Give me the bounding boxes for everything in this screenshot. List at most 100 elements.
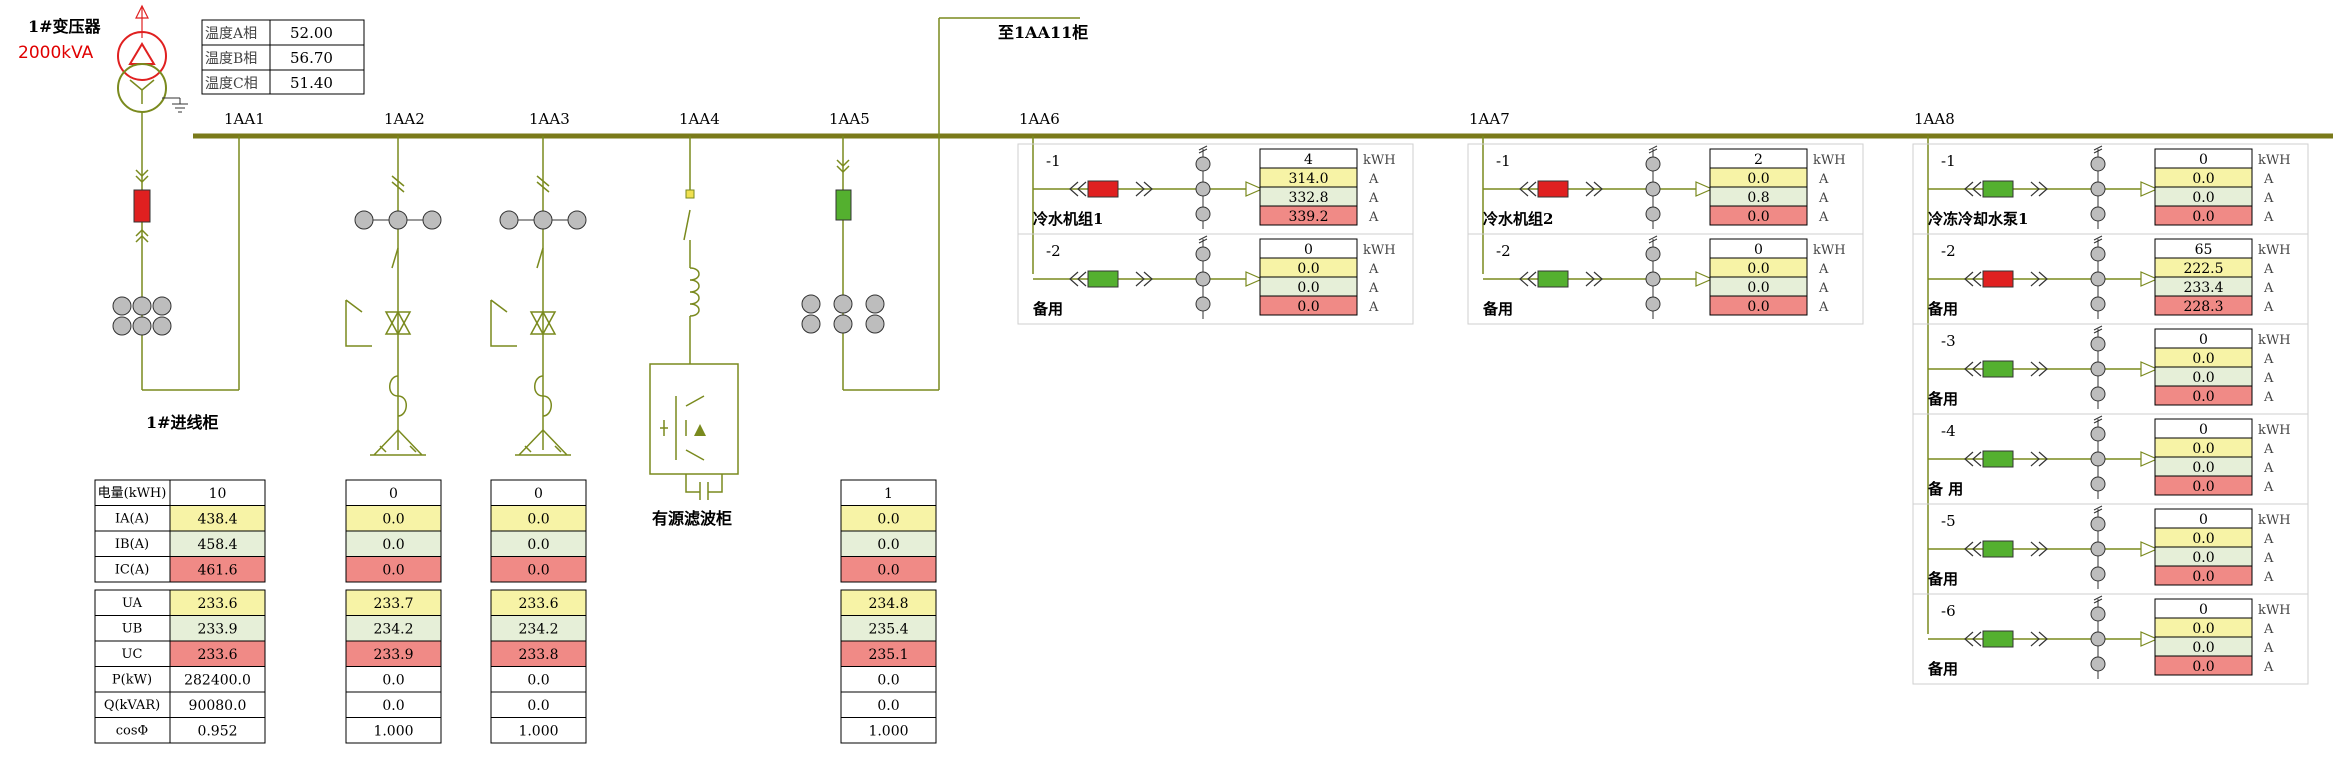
energy-unit: kWH bbox=[1363, 243, 1396, 258]
feeder-id: -2 bbox=[1046, 242, 1061, 260]
transformer-icon bbox=[117, 4, 188, 113]
feeder-breaker-open[interactable] bbox=[1537, 270, 1569, 288]
transformer-name: 1#变压器 bbox=[28, 17, 102, 36]
feeder-breaker-closed[interactable] bbox=[1982, 270, 2014, 288]
current-unit: A bbox=[2263, 281, 2274, 296]
meter-row-label: IC(A) bbox=[115, 563, 150, 578]
bus-label-1aa3: 1AA3 bbox=[529, 110, 570, 128]
current-unit: A bbox=[2263, 172, 2274, 187]
current-unit: A bbox=[2263, 551, 2274, 566]
meter-value: 1.000 bbox=[518, 724, 558, 740]
feeder-id: -6 bbox=[1941, 602, 1956, 620]
current-unit: A bbox=[1818, 281, 1829, 296]
current-unit: A bbox=[2263, 210, 2274, 225]
feeder-breaker-open[interactable] bbox=[1982, 360, 2014, 378]
meter-value: 233.6 bbox=[518, 596, 558, 612]
feeder-value: 2 bbox=[1754, 152, 1763, 168]
feeder-id: -1 bbox=[1496, 152, 1511, 170]
feeder-value: 0.0 bbox=[2192, 171, 2214, 187]
current-unit: A bbox=[1368, 210, 1379, 225]
feeder-breaker-open[interactable] bbox=[1982, 450, 2014, 468]
meter-row-label: IB(A) bbox=[115, 537, 149, 552]
feeder-value: 0.0 bbox=[2192, 441, 2214, 457]
feeder-name: 备用 bbox=[1927, 570, 1958, 588]
feeder-value: 332.8 bbox=[1288, 190, 1328, 206]
energy-unit: kWH bbox=[1813, 243, 1846, 258]
meter-value: 10 bbox=[209, 486, 227, 502]
feeder-value: 0.0 bbox=[1747, 209, 1769, 225]
feeder-breaker-open[interactable] bbox=[1087, 270, 1119, 288]
meter-value: 438.4 bbox=[197, 512, 237, 528]
feeder-value: 0.0 bbox=[1297, 261, 1319, 277]
meter-value: 234.2 bbox=[373, 622, 413, 638]
meter-value: 233.6 bbox=[197, 596, 237, 612]
current-unit: A bbox=[1368, 172, 1379, 187]
feeder-value: 0.0 bbox=[2192, 190, 2214, 206]
feeder-value: 0.0 bbox=[2192, 460, 2214, 476]
feeder-value: 0.0 bbox=[2192, 370, 2214, 386]
incoming-breaker-closed[interactable] bbox=[133, 189, 151, 223]
temp-b-value: 56.70 bbox=[290, 49, 333, 67]
bus-label-1aa8: 1AA8 bbox=[1914, 110, 1955, 128]
current-unit: A bbox=[1818, 262, 1829, 277]
feeder-value: 0.0 bbox=[2192, 209, 2214, 225]
meter-value: 1.000 bbox=[373, 724, 413, 740]
feeder-name: 备用 bbox=[1927, 300, 1958, 318]
feeder-breaker-open[interactable] bbox=[1982, 540, 2014, 558]
current-unit: A bbox=[1368, 191, 1379, 206]
current-unit: A bbox=[1368, 300, 1379, 315]
meter-value: 0.0 bbox=[527, 537, 549, 553]
current-unit: A bbox=[1818, 300, 1829, 315]
current-unit: A bbox=[2263, 262, 2274, 277]
tie-breaker-open[interactable] bbox=[835, 189, 852, 221]
energy-unit: kWH bbox=[2258, 513, 2291, 528]
feeder-id: -2 bbox=[1941, 242, 1956, 260]
meter-value: 0.0 bbox=[877, 698, 899, 714]
feeder-breaker-open[interactable] bbox=[1982, 630, 2014, 648]
feeder-name: 冷水机组2 bbox=[1483, 210, 1553, 228]
current-unit: A bbox=[2263, 480, 2274, 495]
transformer-capacity: 2000kVA bbox=[18, 43, 94, 63]
energy-unit: kWH bbox=[2258, 153, 2291, 168]
meter-value: 0.0 bbox=[527, 698, 549, 714]
feeder-breaker-open[interactable] bbox=[1982, 180, 2014, 198]
meter-value: 0.952 bbox=[197, 724, 237, 740]
feeder-value: 233.4 bbox=[2183, 280, 2223, 296]
meter-row-label: IA(A) bbox=[115, 512, 149, 527]
energy-unit: kWH bbox=[2258, 603, 2291, 618]
feeder-id: -3 bbox=[1941, 332, 1956, 350]
feeder-value: 0.0 bbox=[2192, 351, 2214, 367]
feeder-value: 339.2 bbox=[1288, 209, 1328, 225]
meter-row-label: 电量(kWH) bbox=[98, 486, 167, 501]
feeder-value: 228.3 bbox=[2183, 299, 2223, 315]
feeder-value: 65 bbox=[2195, 242, 2213, 258]
feeder-breaker-closed[interactable] bbox=[1087, 180, 1119, 198]
meter-value: 1.000 bbox=[868, 724, 908, 740]
feeder-name: 冷水机组1 bbox=[1033, 210, 1103, 228]
temp-a-value: 52.00 bbox=[290, 24, 333, 42]
meter-value: 458.4 bbox=[197, 537, 237, 553]
bus-label-1aa7: 1AA7 bbox=[1469, 110, 1510, 128]
feeder-name: 备 用 bbox=[1927, 480, 1963, 498]
feeder-breaker-closed[interactable] bbox=[1537, 180, 1569, 198]
current-unit: A bbox=[2263, 442, 2274, 457]
meter-value: 235.1 bbox=[868, 647, 908, 663]
meter-value: 0 bbox=[534, 486, 543, 502]
current-unit: A bbox=[1368, 262, 1379, 277]
current-unit: A bbox=[2263, 390, 2274, 405]
current-unit: A bbox=[1818, 191, 1829, 206]
current-unit: A bbox=[2263, 300, 2274, 315]
feeder-name: 备用 bbox=[1927, 660, 1958, 678]
current-unit: A bbox=[2263, 660, 2274, 675]
feeder-value: 222.5 bbox=[2183, 261, 2223, 277]
capacitor-branch-1aa2 bbox=[345, 136, 442, 456]
feeder-name: 备用 bbox=[1482, 300, 1513, 318]
meter-value: 233.6 bbox=[197, 647, 237, 663]
energy-unit: kWH bbox=[2258, 423, 2291, 438]
bus-label-1aa2: 1AA2 bbox=[384, 110, 425, 128]
temperature-table: 温度A相 52.00 温度B相 56.70 温度C相 51.40 bbox=[201, 19, 365, 95]
meter-value: 0.0 bbox=[527, 673, 549, 689]
temp-c-value: 51.40 bbox=[290, 74, 333, 92]
feeder-value: 0.0 bbox=[2192, 550, 2214, 566]
